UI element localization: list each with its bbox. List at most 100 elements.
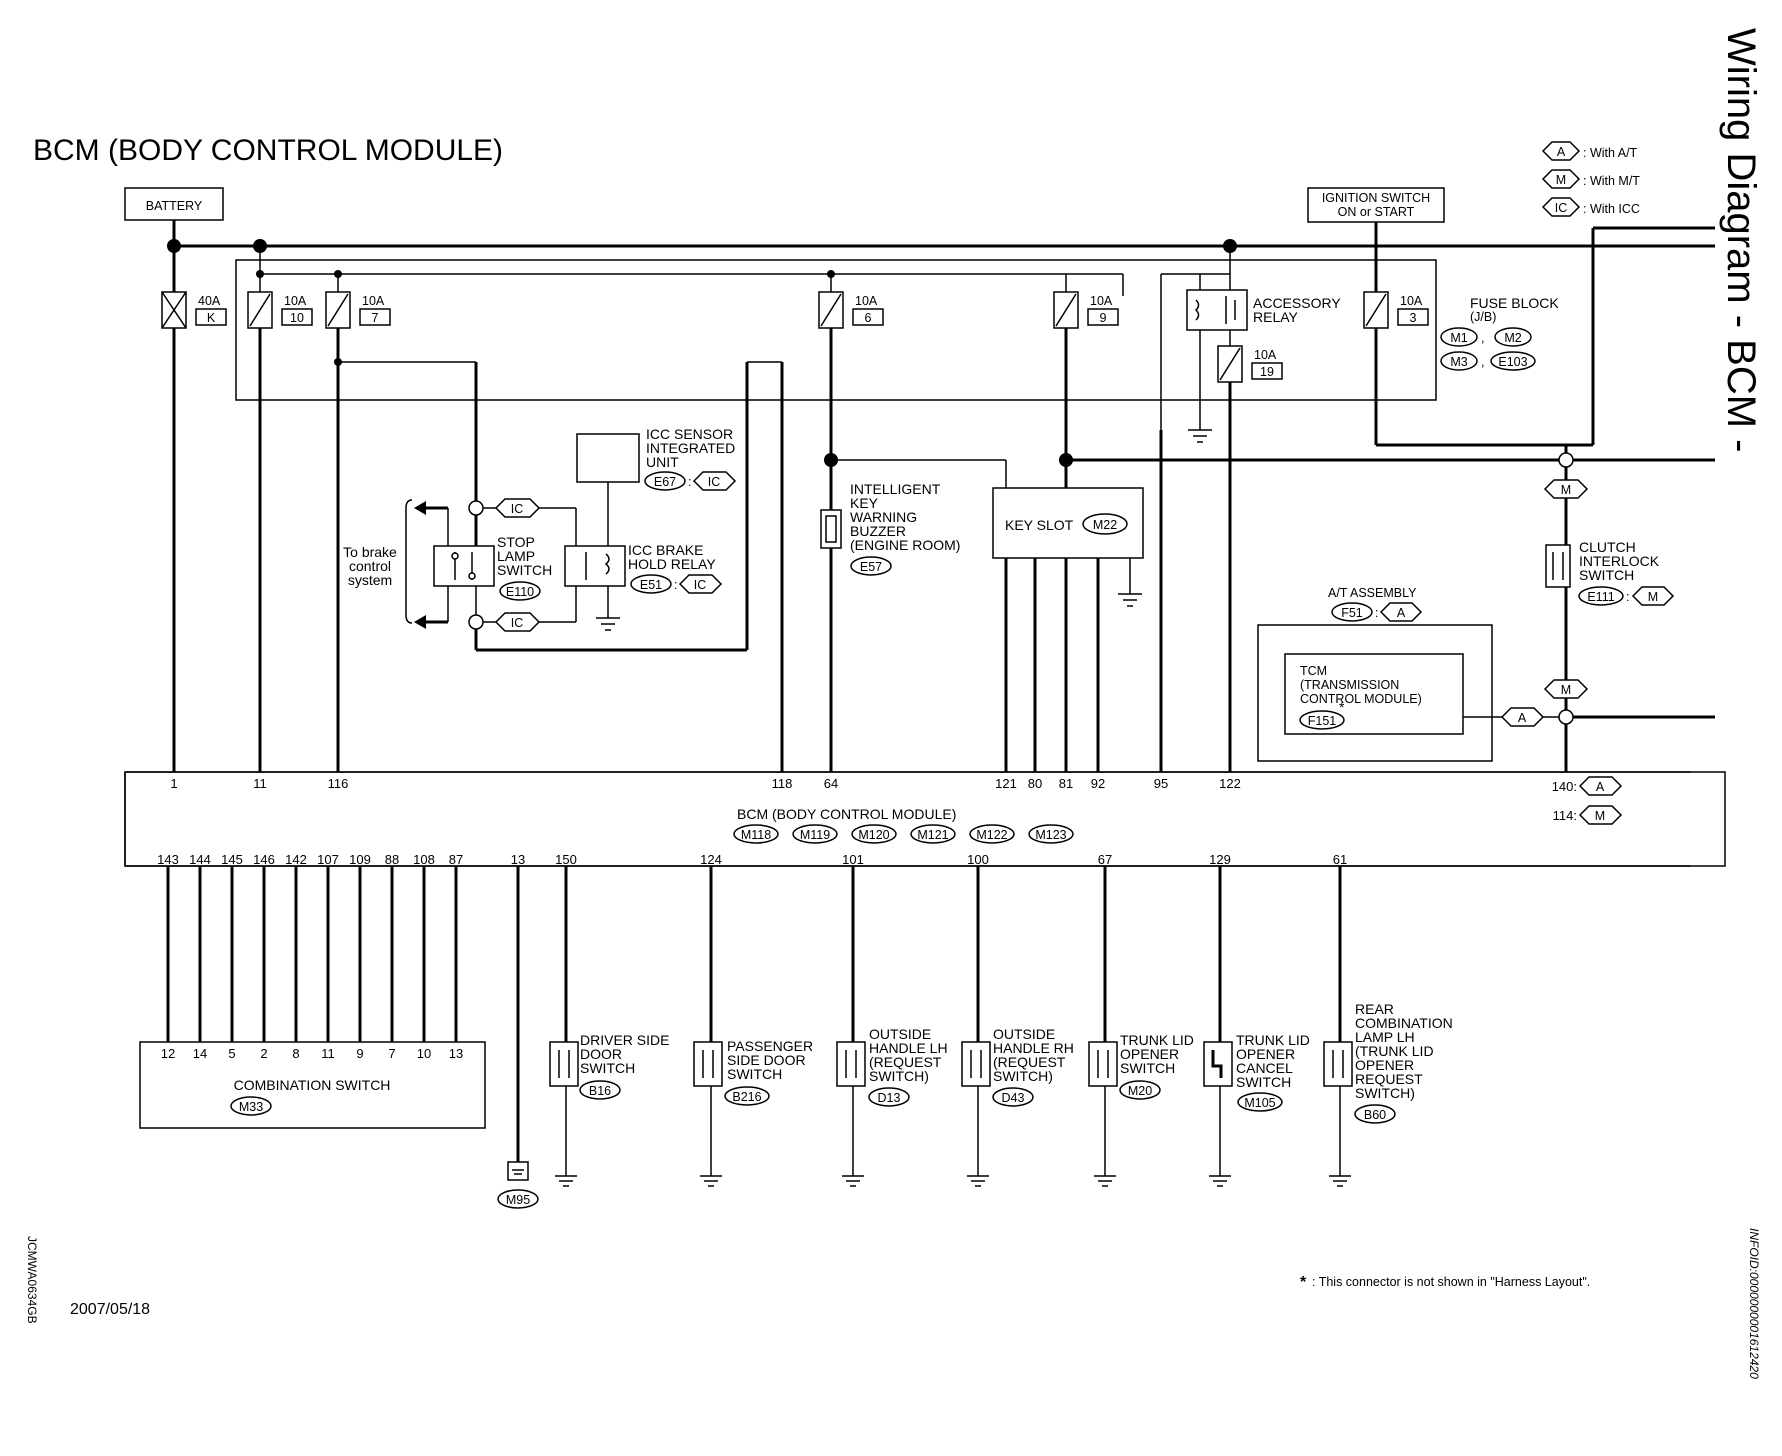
- connector-m3: [1440, 351, 1478, 371]
- svg-text:OPENER: OPENER: [1120, 1046, 1179, 1062]
- svg-text:M: M: [1648, 590, 1658, 604]
- svg-text:M123: M123: [1035, 828, 1066, 842]
- svg-text:A/T ASSEMBLY: A/T ASSEMBLY: [1328, 586, 1417, 600]
- accessory-relay: ACCESSORY RELAY: [1186, 274, 1341, 443]
- svg-text:(TRUNK LID: (TRUNK LID: [1355, 1043, 1434, 1059]
- svg-text:ICC BRAKE: ICC BRAKE: [628, 542, 703, 558]
- svg-text:143: 143: [157, 852, 179, 867]
- fuse-block-label: FUSE BLOCK (J/B) M1 , M2 M3 , E103: [1440, 295, 1559, 371]
- svg-text:9: 9: [356, 1046, 363, 1061]
- svg-text:CONTROL MODULE): CONTROL MODULE): [1300, 692, 1422, 706]
- brake-control-note: To brake control system: [343, 499, 449, 629]
- svg-text:PASSENGER: PASSENGER: [727, 1038, 813, 1054]
- svg-text:*: *: [1339, 699, 1345, 715]
- svg-text:M121: M121: [917, 828, 948, 842]
- svg-text:(ENGINE ROOM): (ENGINE ROOM): [850, 537, 960, 553]
- svg-text:100: 100: [967, 852, 989, 867]
- rear-combination-lamp-lh-switch: REAR COMBINATION LAMP LH (TRUNK LID OPEN…: [1323, 866, 1453, 1187]
- connector-m120: [851, 824, 897, 844]
- svg-text:BUZZER: BUZZER: [850, 523, 906, 539]
- svg-text:A: A: [1397, 606, 1406, 620]
- svg-text:IC: IC: [511, 616, 524, 630]
- svg-text:M119: M119: [800, 828, 830, 842]
- svg-text:INTEGRATED: INTEGRATED: [646, 440, 735, 456]
- fuse-6: 10A 6: [818, 291, 884, 329]
- svg-text:SWITCH: SWITCH: [727, 1066, 782, 1082]
- svg-text:DOOR: DOOR: [580, 1046, 622, 1062]
- svg-text:M122: M122: [976, 828, 1007, 842]
- svg-text:E110: E110: [506, 585, 534, 599]
- svg-text::: :: [688, 475, 691, 489]
- page-title: BCM (BODY CONTROL MODULE): [33, 134, 503, 167]
- svg-text:M2: M2: [1504, 331, 1521, 345]
- svg-text::: :: [1626, 590, 1629, 604]
- svg-text:M3: M3: [1450, 355, 1467, 369]
- outside-handle-rh-switch: OUTSIDE HANDLE RH (REQUEST SWITCH) D43: [961, 866, 1074, 1187]
- svg-text:9: 9: [1100, 311, 1107, 325]
- svg-text:140:: 140:: [1552, 779, 1577, 794]
- svg-text:: This connector is not shown: : This connector is not shown in "Harnes…: [1312, 1275, 1590, 1289]
- svg-text:COMBINATION SWITCH: COMBINATION SWITCH: [234, 1077, 391, 1093]
- svg-text:IC: IC: [708, 475, 721, 489]
- passenger-side-door-switch: PASSENGER SIDE DOOR SWITCH B216: [693, 866, 813, 1187]
- svg-text:D43: D43: [1002, 1091, 1025, 1105]
- svg-text:TRUNK LID: TRUNK LID: [1120, 1032, 1194, 1048]
- svg-text:M20: M20: [1128, 1084, 1152, 1098]
- svg-text:1: 1: [170, 776, 177, 791]
- svg-text:REQUEST: REQUEST: [1355, 1071, 1423, 1087]
- legend-item-ic: IC : With ICC: [1541, 197, 1640, 217]
- svg-text:11: 11: [253, 776, 267, 791]
- bcm-connectors: M118 M119 M120 M121 M122 M123: [733, 824, 1074, 844]
- svg-text:D13: D13: [878, 1091, 901, 1105]
- svg-text:INTERLOCK: INTERLOCK: [1579, 553, 1660, 569]
- svg-text:95: 95: [1154, 776, 1168, 791]
- svg-text:SIDE DOOR: SIDE DOOR: [727, 1052, 806, 1068]
- svg-text:118: 118: [772, 776, 793, 791]
- legend-item-a: A : With A/T: [1541, 141, 1638, 161]
- svg-text:(J/B): (J/B): [1470, 310, 1496, 324]
- outside-handle-lh-switch: OUTSIDE HANDLE LH (REQUEST SWITCH) D13: [836, 866, 948, 1187]
- svg-text:M1: M1: [1450, 331, 1467, 345]
- svg-text:WARNING: WARNING: [850, 509, 917, 525]
- svg-text:IGNITION SWITCH: IGNITION SWITCH: [1322, 191, 1430, 205]
- svg-text:,: ,: [1481, 355, 1484, 369]
- svg-text:SWITCH: SWITCH: [1120, 1060, 1175, 1076]
- svg-text:150: 150: [555, 852, 577, 867]
- side-code: INFOID:0000000001612420: [1747, 1228, 1761, 1379]
- svg-text:M: M: [1561, 683, 1571, 697]
- svg-text:A: A: [1518, 711, 1527, 725]
- svg-text:7: 7: [388, 1046, 395, 1061]
- svg-text:A: A: [1557, 145, 1566, 159]
- svg-text:108: 108: [413, 852, 435, 867]
- svg-text:: With M/T: : With M/T: [1583, 174, 1640, 188]
- bcm-top-pins: 1 11 116 118 64 121 80 81 92 95 122: [170, 776, 1240, 791]
- bcm-right-pins: 140: A 114: M: [1552, 776, 1623, 825]
- svg-text:8: 8: [292, 1046, 299, 1061]
- svg-text:ICC SENSOR: ICC SENSOR: [646, 426, 733, 442]
- svg-text:SWITCH: SWITCH: [1236, 1074, 1291, 1090]
- legend: A : With A/T M : With M/T IC : With ICC: [1541, 141, 1640, 217]
- combination-switch: 12 14 5 2 8 11 9 7 10 13 COMBINATION SWI…: [139, 866, 486, 1129]
- svg-text:: With A/T: : With A/T: [1583, 146, 1638, 160]
- svg-text:STOP: STOP: [497, 534, 535, 550]
- svg-text:M22: M22: [1093, 518, 1117, 532]
- power-wiring: [167, 220, 1715, 447]
- bcm-label: BCM (BODY CONTROL MODULE): [737, 806, 956, 822]
- svg-text::: :: [1375, 606, 1378, 620]
- svg-text:10A: 10A: [362, 294, 385, 308]
- svg-text:80: 80: [1028, 776, 1042, 791]
- svg-text:10A: 10A: [855, 294, 878, 308]
- svg-text:F151: F151: [1308, 714, 1337, 728]
- svg-text:A: A: [1596, 780, 1605, 794]
- svg-text:2: 2: [260, 1046, 267, 1061]
- ground-m95: M95: [497, 866, 539, 1209]
- svg-text:B60: B60: [1364, 1108, 1386, 1122]
- svg-text:(REQUEST: (REQUEST: [869, 1054, 942, 1070]
- svg-text:129: 129: [1209, 852, 1231, 867]
- svg-text:81: 81: [1059, 776, 1073, 791]
- fuse-9: 10A 9: [1053, 291, 1119, 329]
- svg-text:BATTERY: BATTERY: [146, 199, 203, 213]
- bcm-bottom-pins: 143 144 145 146 142 107 109 88 108 87 13…: [157, 852, 1347, 867]
- top-wires: [172, 246, 1715, 772]
